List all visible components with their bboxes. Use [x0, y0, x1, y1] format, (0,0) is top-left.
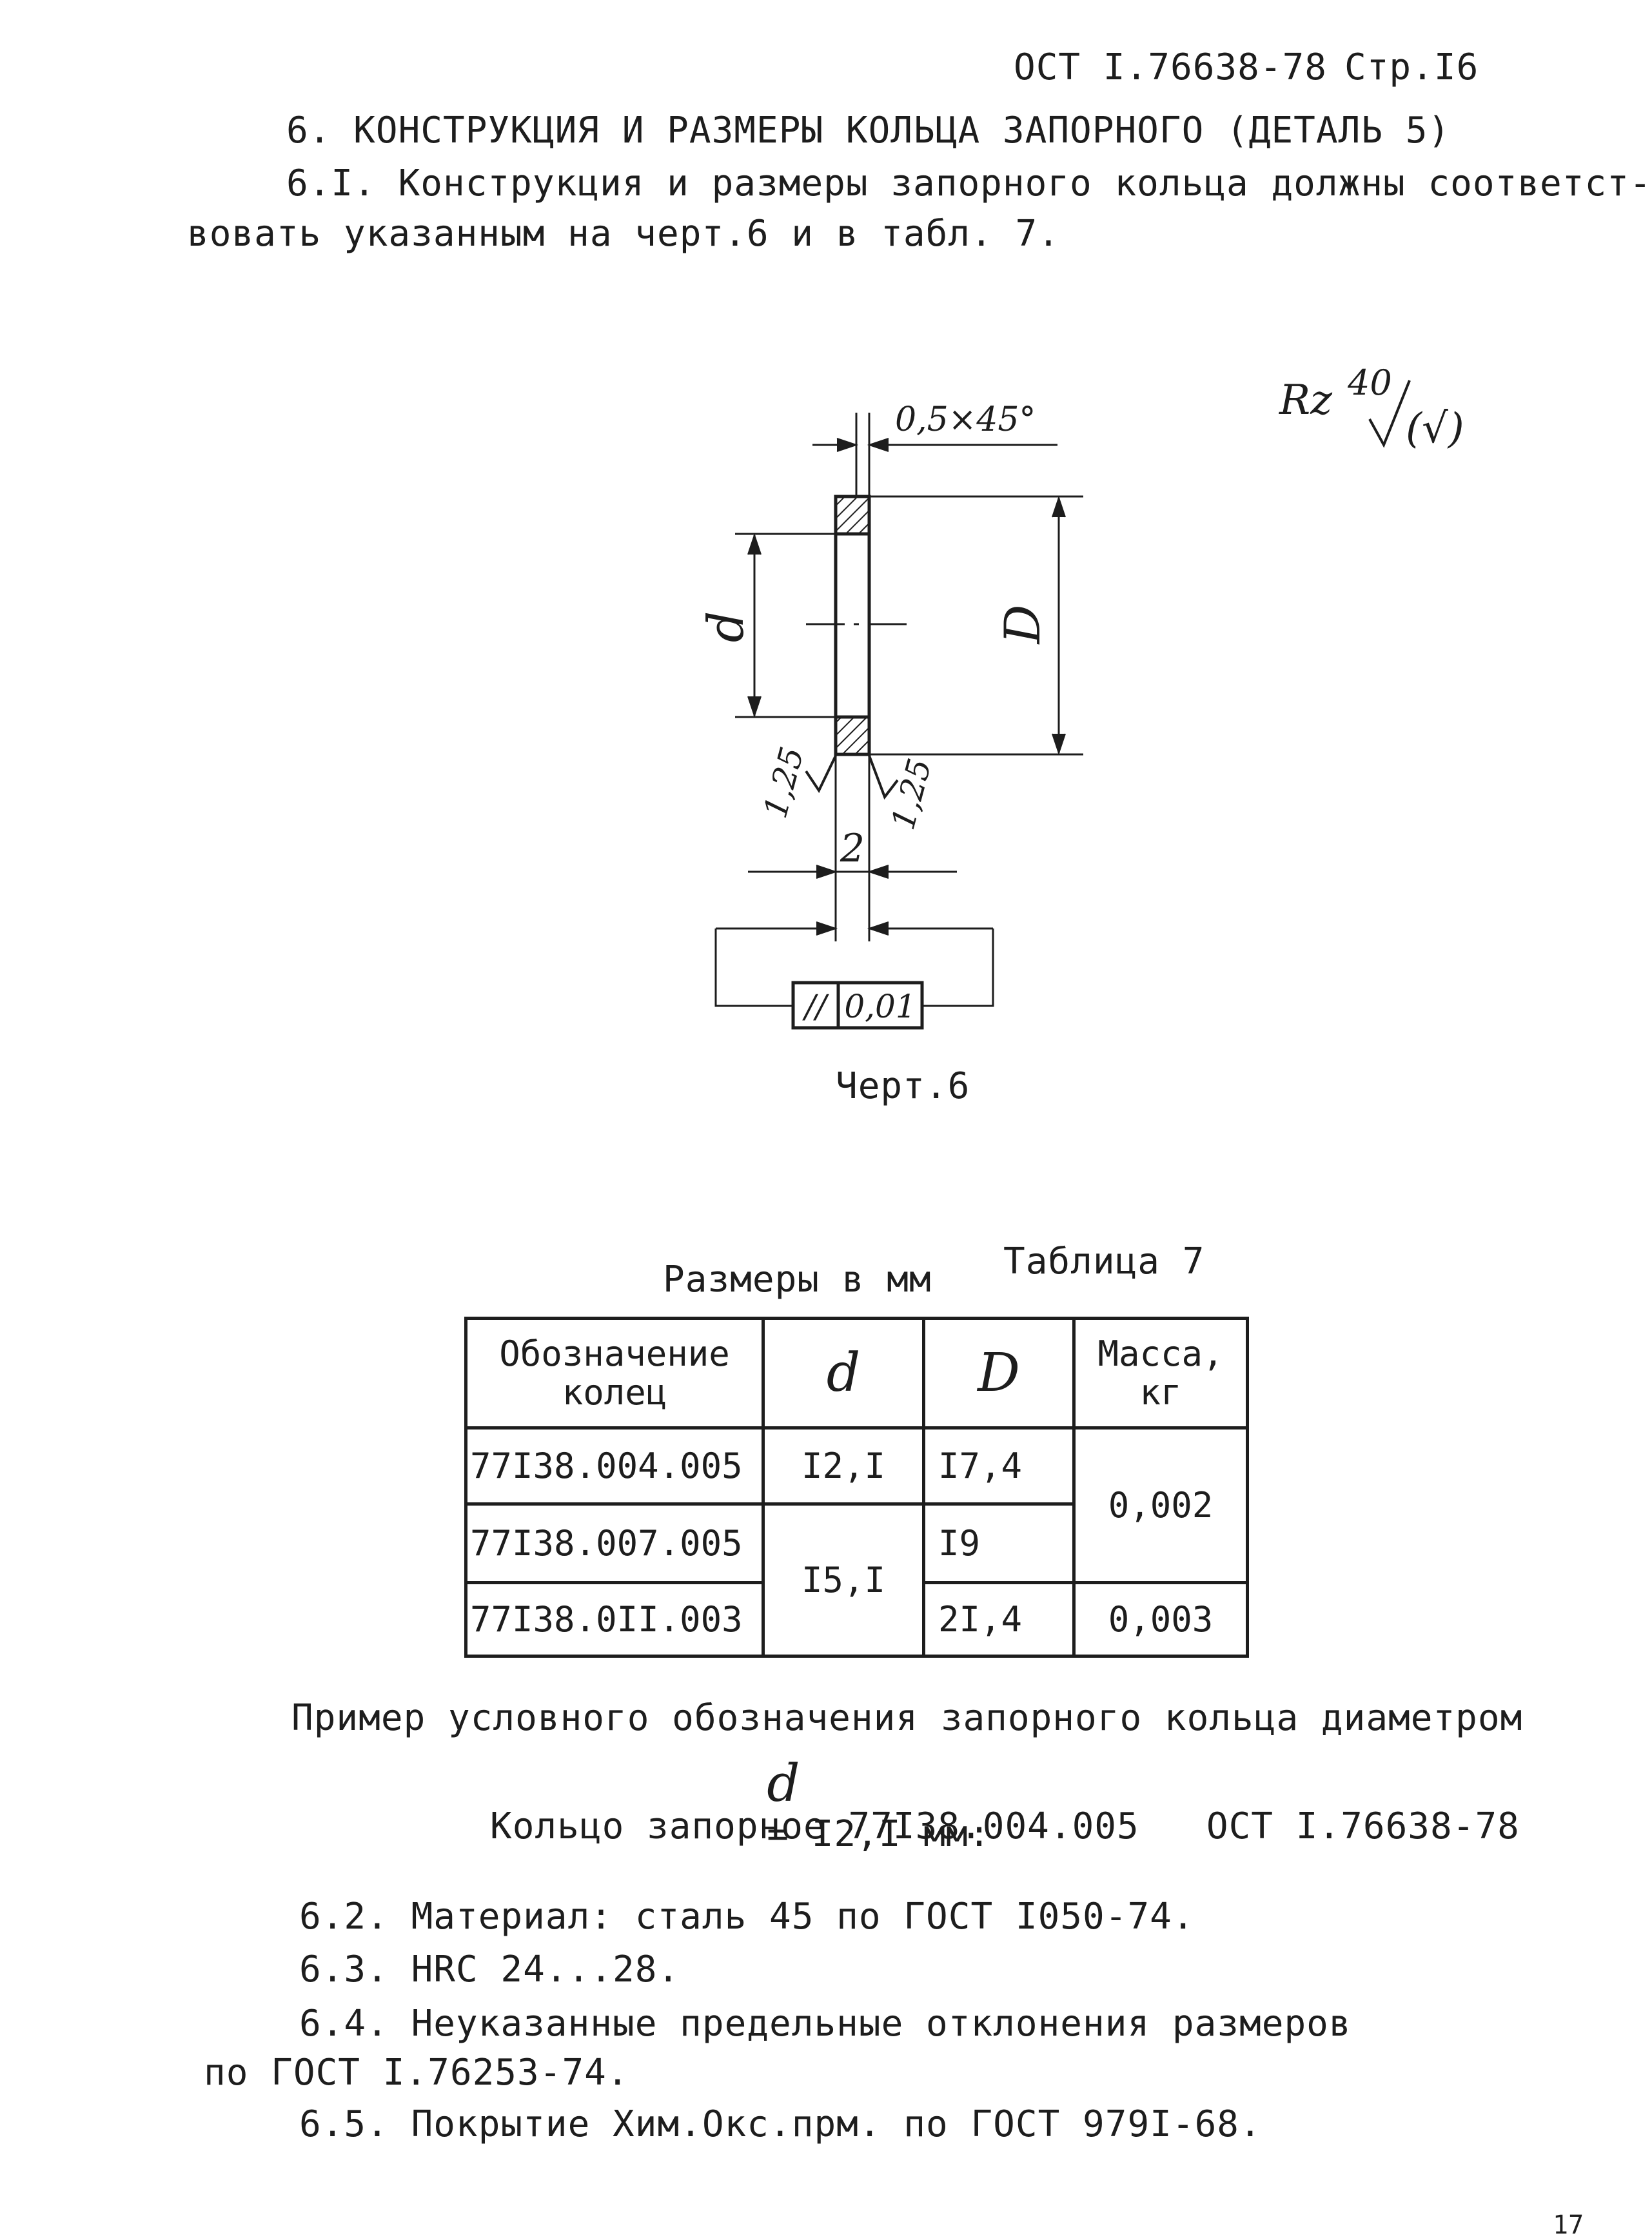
ring-section-top — [834, 495, 871, 536]
D-cell: I9 — [922, 1502, 1076, 1584]
tolerance-frame — [791, 981, 924, 1030]
example-line3: Кольцо запорное 77I38.004.005 ОСТ I.7663… — [490, 1805, 1520, 1847]
table-row: 77I38.007.005 I5,I I9 — [464, 1502, 1248, 1658]
example-line2: d = I2,I мм: — [754, 1741, 990, 1855]
table-row: 77I38.004.005 I2,I I7,4 0,002 — [464, 1426, 1249, 1584]
header-D: D — [922, 1317, 1076, 1429]
header-d: d — [762, 1317, 925, 1429]
label-D: D — [994, 605, 1051, 645]
roughness-left-label: 1,25 — [756, 743, 811, 822]
chamfer-label: 0,5×45° — [895, 400, 1036, 439]
doc-number: ОСТ I.76638-78 — [1014, 46, 1328, 88]
item-6-4-line1: 6.4. Неуказанные предельные отклонения р… — [299, 2003, 1352, 2045]
paragraph-6-1-line2: вовать указанным на черт.6 и в табл. 7. — [187, 213, 1060, 255]
ring-drawing: 0,5×45° D d 2 1,25 1,25 // 0,01 Rz 40 (√… — [697, 362, 1464, 1030]
header-designation: Обозначение колец — [464, 1317, 765, 1429]
label-d: d — [697, 611, 754, 643]
table-row: 77I38.0II.003 2I,4 0,003 — [464, 1581, 1249, 1658]
designation-cell: 77I38.0II.003 — [464, 1581, 765, 1658]
example-d-value: = I2,I мм: — [767, 1813, 991, 1855]
item-6-2: 6.2. Материал: сталь 45 по ГОСТ I050-74. — [299, 1896, 1195, 1938]
paragraph-6-1-line1: 6.I. Конструкция и размеры запорного кол… — [286, 162, 1652, 204]
item-6-4-line2: по ГОСТ I.76253-74. — [204, 2052, 629, 2094]
item-6-3: 6.3. HRC 24...28. — [299, 1949, 680, 1990]
tolerance-value: 0,01 — [844, 988, 916, 1025]
tolerance-symbol: // — [802, 988, 829, 1025]
thickness-label: 2 — [840, 826, 865, 871]
d-cell: I5,I — [762, 1502, 925, 1658]
svg-text:(√): (√) — [1406, 405, 1464, 453]
page-number: Стр.I6 — [1344, 46, 1479, 88]
table-title: Таблица 7 — [1003, 1241, 1205, 1282]
roughness-mark-left — [805, 755, 837, 794]
D-cell: 2I,4 — [922, 1581, 1076, 1658]
example-line1: Пример условного обозначения запорного к… — [291, 1697, 1523, 1739]
mass-cell: 0,002 — [1072, 1426, 1249, 1584]
roughness-right-label: 1,25 — [884, 754, 939, 834]
D-cell: I7,4 — [922, 1426, 1076, 1506]
dimensions-table: Обозначение колец d D Масса, кг 77I38.00… — [464, 1317, 1249, 1658]
d-cell: I2,I — [762, 1426, 925, 1506]
table-units: Размеры в мм — [663, 1259, 932, 1301]
roughness-mark-right — [868, 755, 899, 800]
designation-cell: 77I38.004.005 — [464, 1426, 765, 1506]
section-title: 6. КОНСТРУКЦИЯ И РАЗМЕРЫ КОЛЬЦА ЗАПОРНОГ… — [286, 110, 1451, 152]
example-d-symbol: d — [767, 1753, 800, 1813]
svg-text:40: 40 — [1347, 362, 1392, 403]
item-6-5: 6.5. Покрытие Хим.Окс.прм. по ГОСТ 979I-… — [299, 2103, 1262, 2145]
designation-cell: 77I38.007.005 — [464, 1502, 765, 1584]
svg-text:Rz: Rz — [1279, 377, 1333, 424]
ring-section-bottom — [834, 715, 871, 756]
mass-cell: 0,003 — [1072, 1581, 1249, 1658]
drawing-caption: Черт.6 — [836, 1065, 970, 1107]
corner-number: 17 — [1553, 2210, 1584, 2240]
roughness-designation: Rz 40 (√) — [1279, 362, 1464, 453]
header-mass: Масса, кг — [1072, 1317, 1249, 1429]
